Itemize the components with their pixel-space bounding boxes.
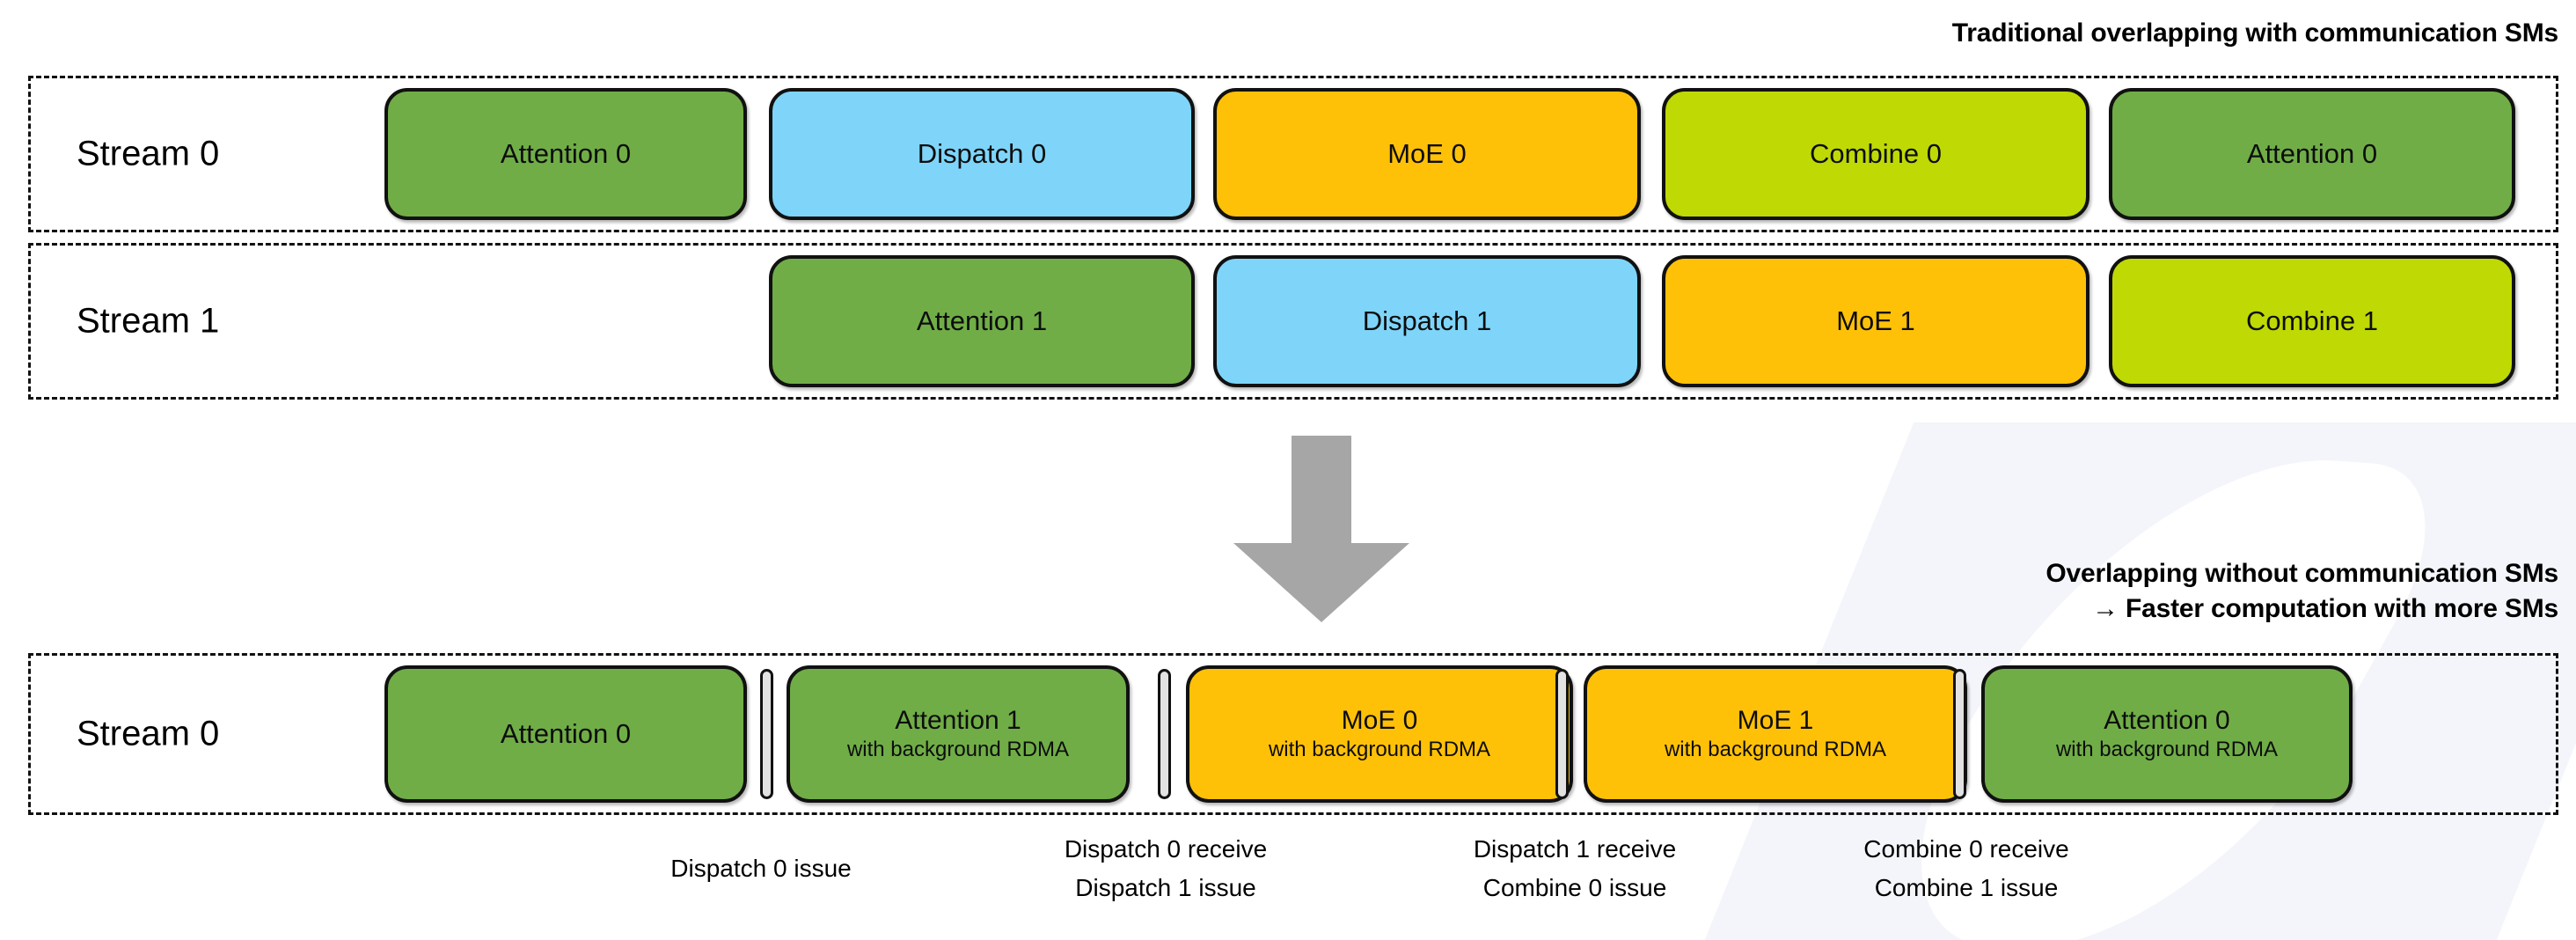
block-separator-3 <box>1555 669 1569 799</box>
block-separator-4 <box>1953 669 1966 799</box>
task-block-dispatch-0: Dispatch 0 <box>769 88 1195 220</box>
task-block-title: MoE 0 <box>1341 705 1418 735</box>
lane-stream-0-optimized: Stream 0 ••• <box>28 653 2558 815</box>
task-block-subtitle: with background RDMA <box>2055 737 2279 761</box>
caption-line: Dispatch 0 receive <box>1064 835 1268 863</box>
task-block-title: Attention 1 <box>916 305 1048 337</box>
block-separator-1 <box>760 669 773 799</box>
caption-line: Combine 0 receive <box>1863 835 2069 863</box>
timeline-caption-1: Dispatch 0 issue <box>670 849 851 888</box>
task-block-title: MoE 1 <box>1737 705 1814 735</box>
task-block-attention-1: Attention 1 <box>769 255 1195 387</box>
bottom-heading-line-2: → Faster computation with more SMs <box>2092 594 2558 623</box>
task-block-attention-0: Attention 0 <box>2109 88 2515 220</box>
caption-line: Combine 1 issue <box>1874 874 2059 901</box>
task-block-title: Combine 1 <box>2246 305 2378 337</box>
task-block-title: MoE 0 <box>1387 138 1467 170</box>
caption-line: Combine 0 issue <box>1482 874 1667 901</box>
lane-label-stream-0: Stream 0 <box>77 134 220 173</box>
task-block-title: Attention 0 <box>500 718 632 750</box>
lane-stream-1-traditional: Stream 1 <box>28 243 2558 400</box>
caption-line: Dispatch 0 issue <box>670 855 852 882</box>
task-block-attention-0: Attention 0 <box>384 88 747 220</box>
task-block-title: Attention 0 <box>2246 138 2378 170</box>
task-block-title: MoE 1 <box>1836 305 1915 337</box>
lane-label-stream-0-optimized: Stream 0 <box>77 714 220 753</box>
lane-label-stream-1: Stream 1 <box>77 301 220 341</box>
task-block-attention-0: Attention 0 <box>384 665 747 803</box>
bottom-section-heading: Overlapping without communication SMs → … <box>2045 556 2558 627</box>
caption-line: Dispatch 1 receive <box>1473 835 1677 863</box>
task-block-subtitle: with background RDMA <box>846 737 1070 761</box>
bottom-heading-line-1: Overlapping without communication SMs <box>2045 559 2558 588</box>
task-block-combine-0: Combine 0 <box>1662 88 2089 220</box>
down-arrow-icon <box>1233 436 1409 622</box>
top-section-heading: Traditional overlapping with communicati… <box>1951 18 2558 48</box>
task-block-title: Combine 0 <box>1810 138 1942 170</box>
task-block-dispatch-1: Dispatch 1 <box>1213 255 1641 387</box>
task-block-moe-0: MoE 0 <box>1213 88 1641 220</box>
task-block-subtitle: with background RDMA <box>1664 737 1887 761</box>
task-block-title: Dispatch 1 <box>1362 305 1492 337</box>
task-block-combine-1: Combine 1 <box>2109 255 2515 387</box>
task-block-subtitle: with background RDMA <box>1268 737 1491 761</box>
lane-stream-0-traditional: Stream 0 <box>28 76 2558 232</box>
block-separator-2 <box>1158 669 1171 799</box>
task-block-title: Attention 1 <box>895 705 1021 735</box>
task-block-title: Attention 0 <box>500 138 632 170</box>
task-block-moe-1: MoE 1 <box>1662 255 2089 387</box>
task-block-title: Dispatch 0 <box>917 138 1047 170</box>
task-block-title: Attention 0 <box>2104 705 2230 735</box>
caption-line: Dispatch 1 issue <box>1075 874 1256 901</box>
